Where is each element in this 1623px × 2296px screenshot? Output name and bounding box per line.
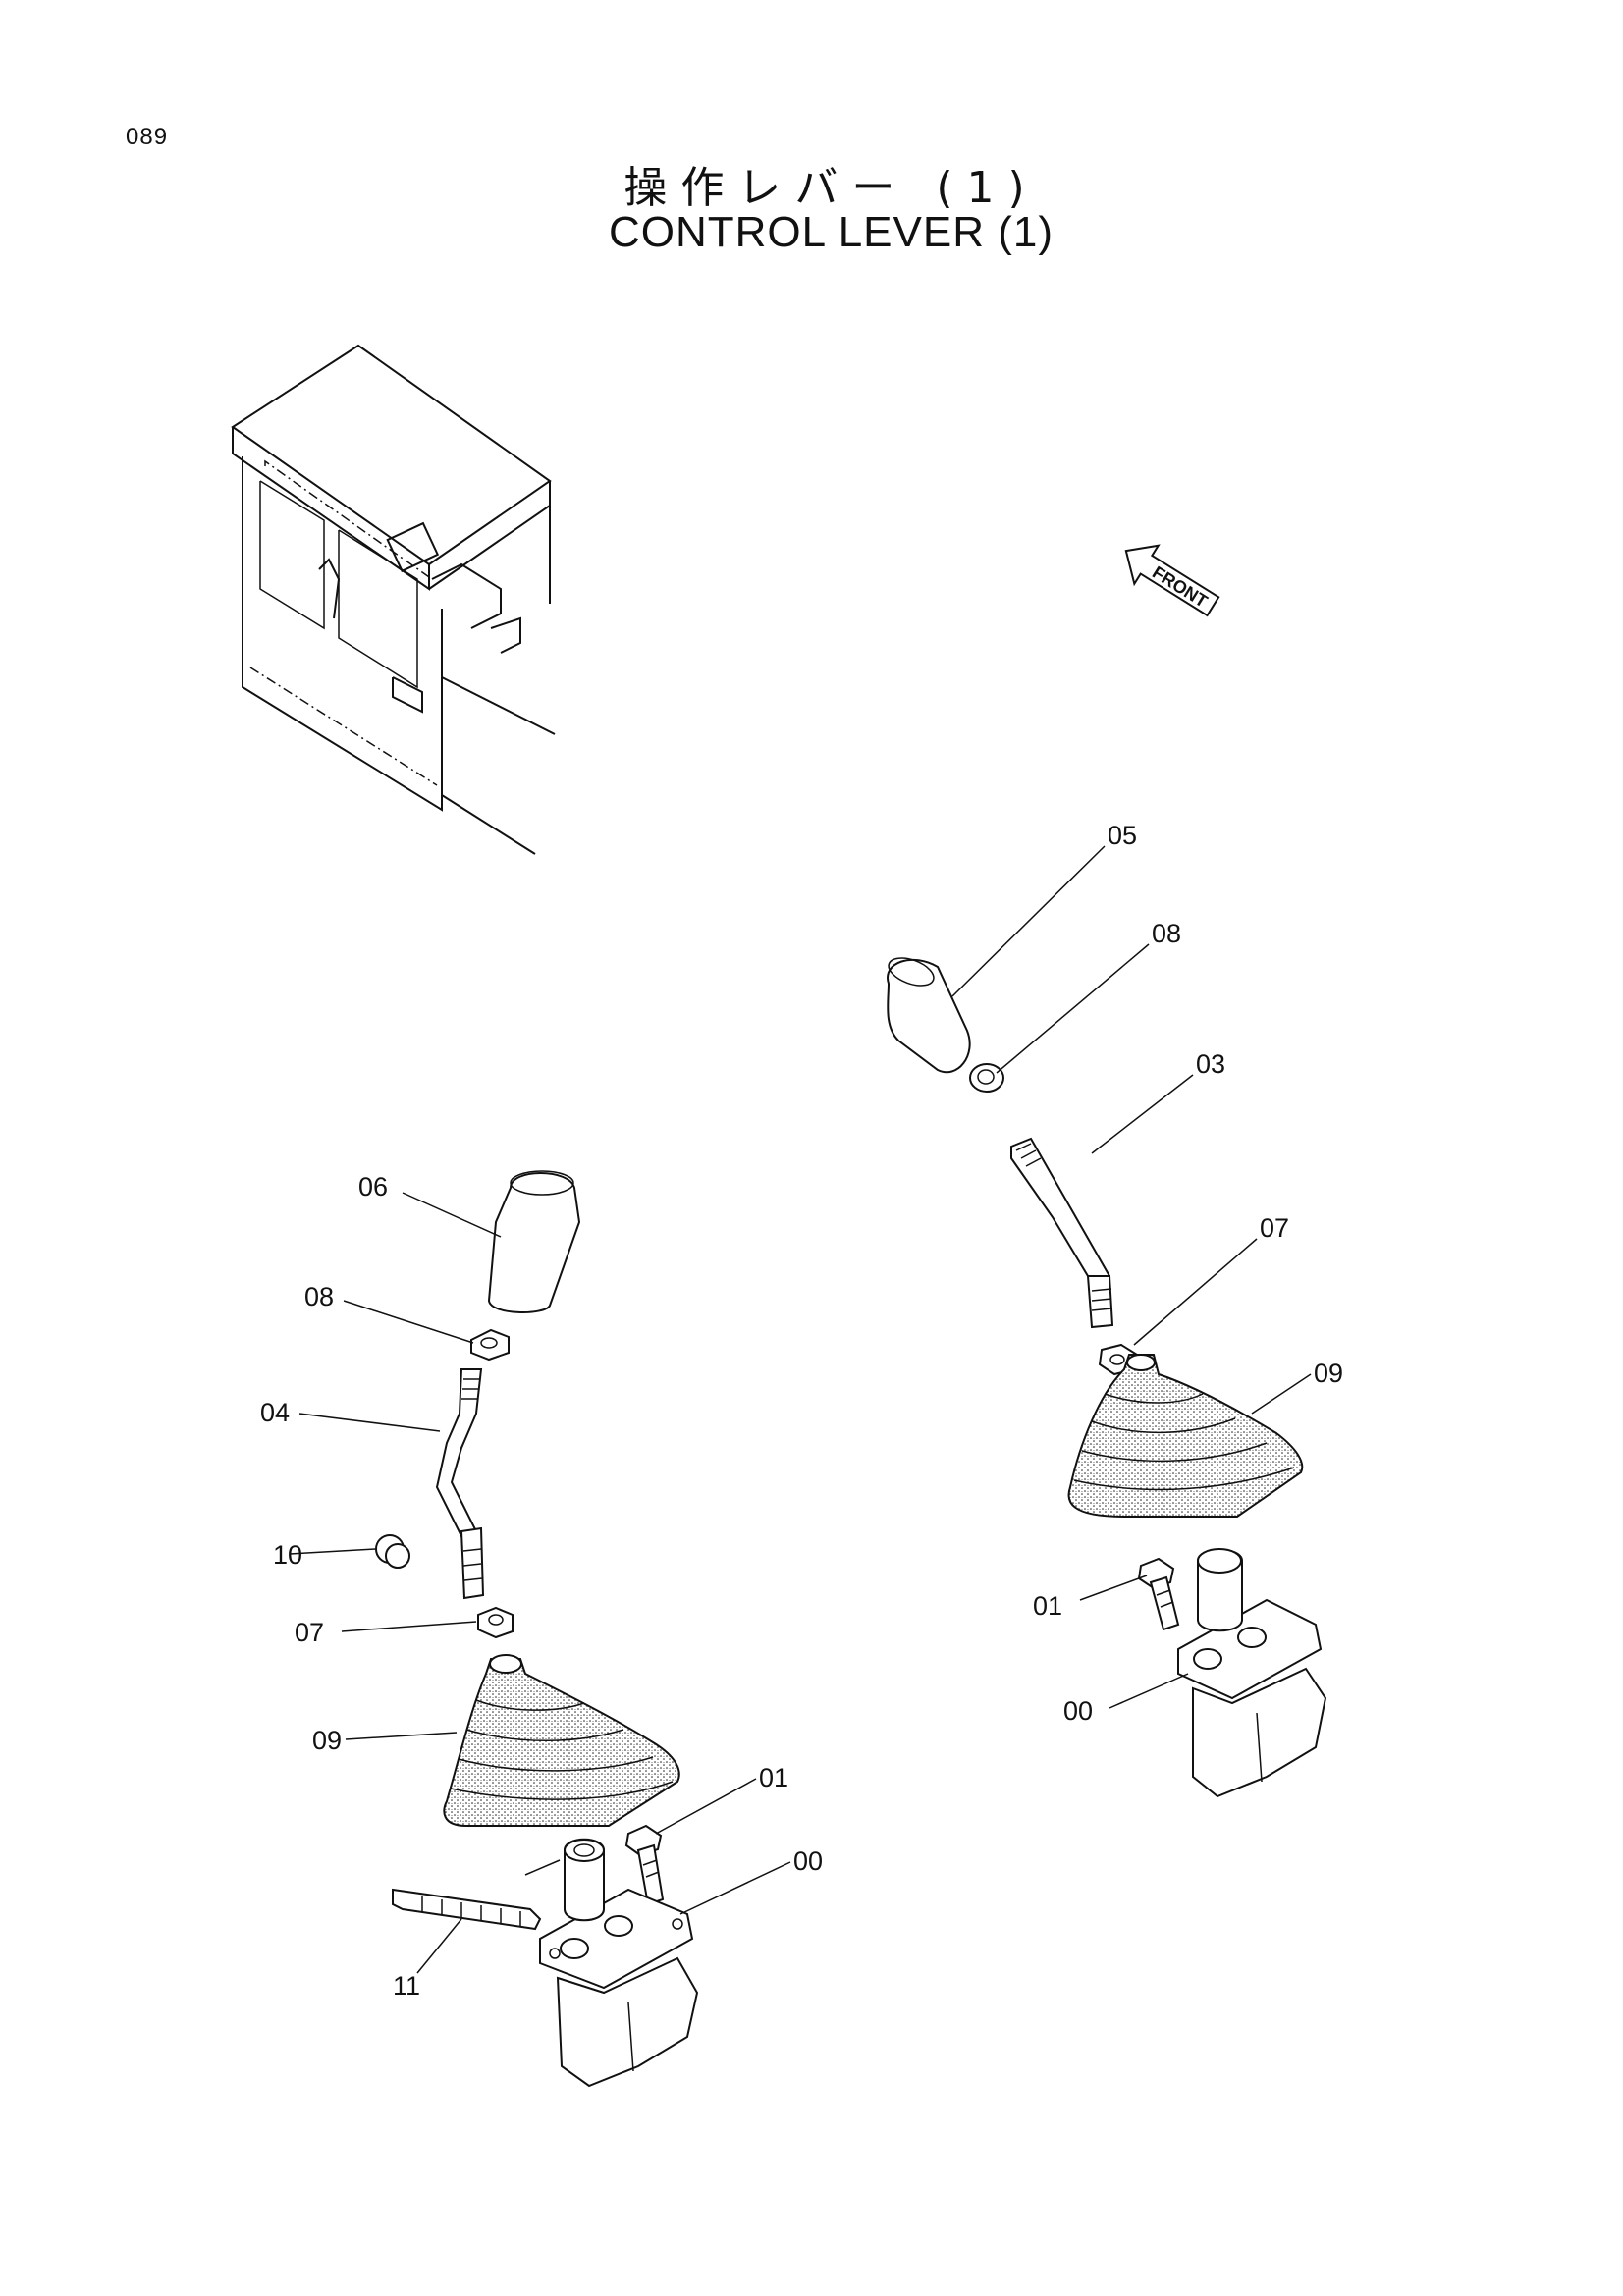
left-knob-part-06 — [487, 1170, 581, 1313]
callout-right-07: 07 — [1260, 1213, 1289, 1243]
right-boot-part-09 — [1067, 1354, 1304, 1518]
callout-labels: 05 08 03 07 09 01 00 06 08 04 10 07 09 0… — [260, 821, 1343, 2001]
leader-lines — [289, 845, 1312, 1974]
page-number: 089 — [126, 124, 169, 150]
front-direction-arrow: FRONT — [1124, 544, 1220, 617]
callout-left-07: 07 — [295, 1618, 324, 1647]
callout-right-01: 01 — [1033, 1591, 1062, 1621]
callout-right-00: 00 — [1063, 1696, 1093, 1726]
left-lever-part-04 — [435, 1368, 485, 1600]
callout-right-09: 09 — [1314, 1359, 1343, 1388]
callout-left-01: 01 — [759, 1763, 788, 1792]
right-nut-part-08 — [969, 1063, 1004, 1093]
left-bracket-part-11 — [392, 1859, 561, 1931]
left-nut-part-07 — [477, 1606, 514, 1639]
left-nut-part-08 — [470, 1328, 510, 1362]
callout-left-00: 00 — [793, 1846, 823, 1876]
left-pilot-valve-part-00 — [539, 1838, 699, 2088]
callout-left-04: 04 — [260, 1398, 290, 1427]
title-japanese: 操作レバー (1) — [623, 163, 1039, 213]
callout-right-05: 05 — [1108, 821, 1137, 850]
right-pilot-valve-part-00 — [1177, 1548, 1327, 1798]
cab-overview-illustration — [231, 344, 556, 855]
left-grommet-part-10 — [375, 1534, 410, 1569]
callout-left-10: 10 — [273, 1540, 302, 1570]
callout-left-08: 08 — [304, 1282, 334, 1311]
title-english: CONTROL LEVER (1) — [608, 208, 1054, 256]
right-knob-part-05 — [887, 957, 971, 1074]
callout-left-09: 09 — [312, 1726, 342, 1755]
right-bolt-part-01 — [1137, 1557, 1180, 1631]
callout-right-03: 03 — [1196, 1049, 1225, 1079]
callout-left-11: 11 — [393, 1971, 420, 2001]
callout-right-08: 08 — [1152, 919, 1181, 948]
left-boot-part-09 — [443, 1654, 680, 1827]
callout-left-06: 06 — [358, 1172, 388, 1201]
left-bolt-part-01 — [624, 1824, 665, 1906]
right-lever-part-03 — [1010, 1137, 1114, 1329]
